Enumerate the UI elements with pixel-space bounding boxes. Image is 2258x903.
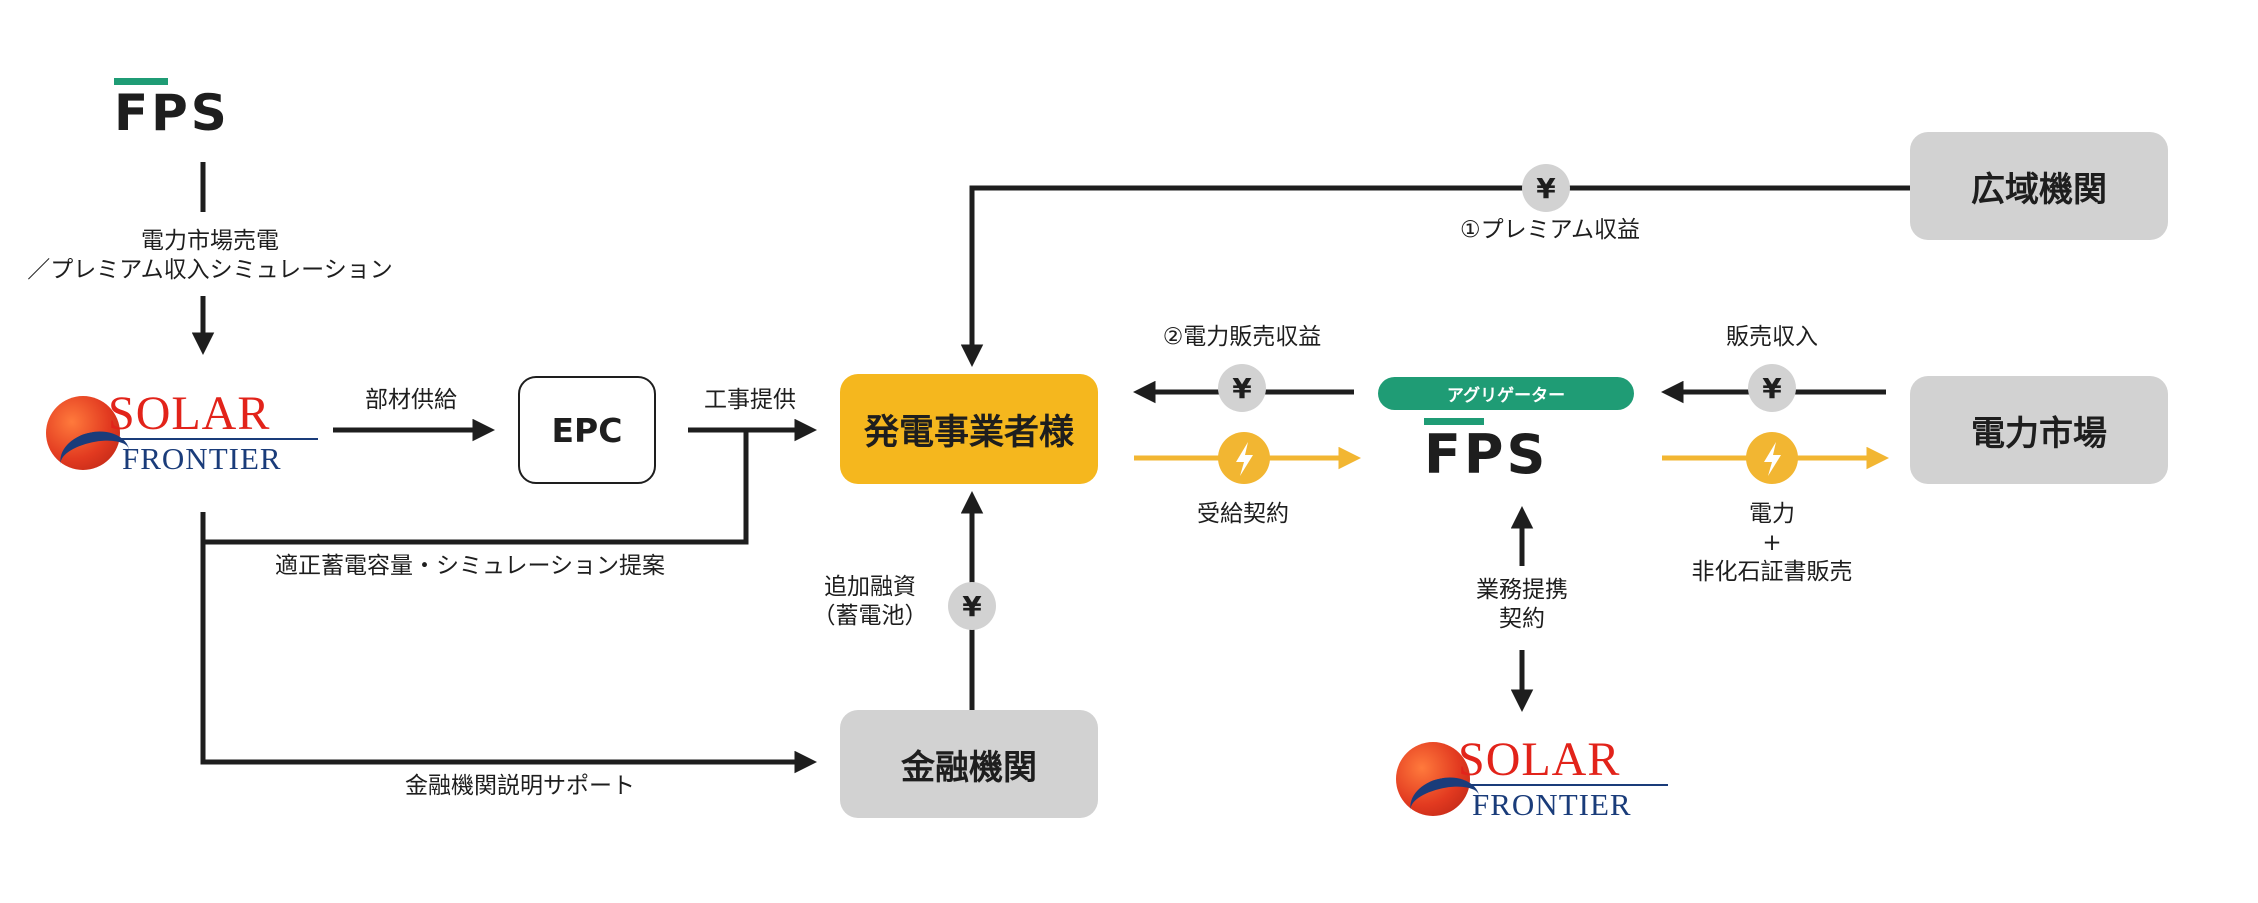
power-sales-revenue-label: ②電力販売収益 [1162, 324, 1322, 350]
lightning-icon [1746, 432, 1798, 484]
regional-org-box: 広域機関 [1910, 132, 2168, 240]
business-alliance-label: 業務提携 契約 [1476, 577, 1568, 632]
power-producer-box: 発電事業者様 [840, 374, 1098, 484]
solar-frontier-logo-bottom: SOLAR FRONTIER [1396, 734, 1668, 835]
power-label: 電力 + 非化石証書販売 [1691, 501, 1853, 585]
yen-icon: ¥ [1218, 364, 1266, 412]
yen-icon: ¥ [948, 582, 996, 630]
fps-logo-accent [114, 78, 168, 85]
solar-frontier-emblem [1396, 742, 1470, 816]
financing-support-arrow [200, 542, 817, 774]
material-supply-label: 部材供給 [365, 387, 457, 413]
additional-finance-label: 追加融資 （蓄電池） [812, 574, 928, 629]
fps-logo-top: FPS [114, 78, 230, 138]
yen-icon: ¥ [1522, 164, 1570, 212]
svg-text:¥: ¥ [1232, 372, 1252, 405]
epc-box: EPC [518, 376, 656, 484]
lightning-icon [1218, 432, 1270, 484]
svg-text:¥: ¥ [962, 590, 982, 623]
solar-frontier-rule [1458, 784, 1668, 786]
premium-revenue-arrow [960, 185, 1912, 367]
svg-text:¥: ¥ [1536, 172, 1556, 205]
power-market-box: 電力市場 [1910, 376, 2168, 484]
sales-income-label: 販売収入 [1726, 324, 1818, 350]
aggregator-badge: アグリゲーター [1378, 377, 1634, 410]
svg-text:¥: ¥ [1762, 372, 1782, 405]
capacity-proposal-label: 適正蓄電容量・シミュレーション提案 [274, 553, 666, 579]
supply-contract-label: 受給契約 [1197, 501, 1289, 527]
simulation-label: 電力市場売電 ／プレミアム収入シミュレーション [27, 228, 393, 283]
construction-label: 工事提供 [704, 387, 796, 413]
financial-institution-box: 金融機関 [840, 710, 1098, 818]
fps-logo-accent [1424, 418, 1484, 425]
fps-logo-center: FPS [1424, 418, 1548, 482]
capacity-proposal-line [200, 430, 749, 545]
yen-icon: ¥ [1748, 364, 1796, 412]
premium-revenue-label: ①プレミアム収益 [1459, 217, 1640, 243]
solar-frontier-rule [108, 438, 318, 440]
solar-frontier-logo-left: SOLAR FRONTIER [46, 388, 318, 489]
financing-support-label: 金融機関説明サポート [405, 773, 635, 799]
solar-frontier-emblem [46, 396, 120, 470]
